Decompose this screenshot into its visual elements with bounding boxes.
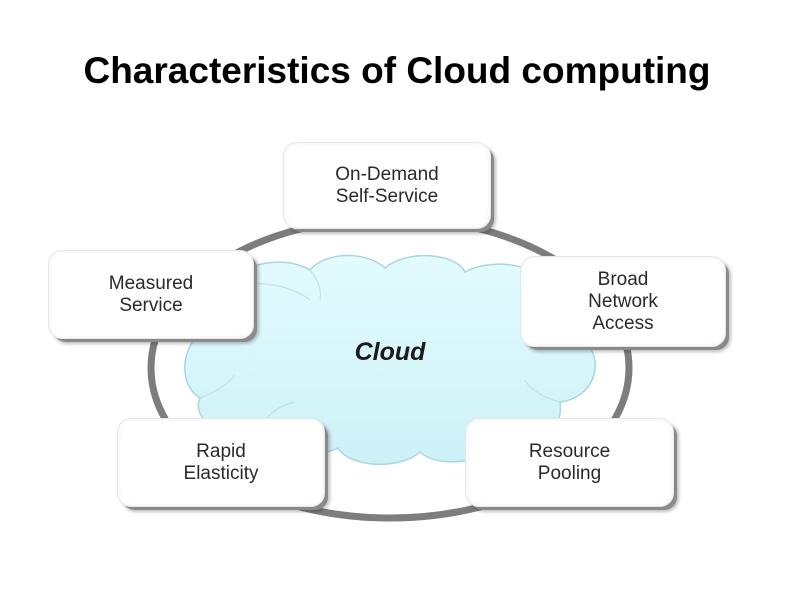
node-label-line: Broad bbox=[597, 268, 649, 290]
node-label-line: Pooling bbox=[537, 462, 602, 484]
node-label-line: On-Demand bbox=[335, 163, 439, 185]
node-measured-service: Measured Service bbox=[48, 250, 254, 339]
page-title: Characteristics of Cloud computing bbox=[83, 50, 711, 91]
node-broad-network-access: Broad Network Access bbox=[520, 256, 726, 347]
node-label-line: Network bbox=[588, 290, 658, 312]
node-label-line: Resource bbox=[528, 440, 611, 462]
node-resource-pooling: Resource Pooling bbox=[465, 418, 674, 507]
node-label-line: Service bbox=[119, 294, 183, 316]
node-label-line: Elasticity bbox=[183, 462, 259, 484]
node-label-line: Rapid bbox=[196, 440, 246, 462]
node-on-demand-self-service: On-Demand Self-Service bbox=[283, 142, 491, 229]
node-rapid-elasticity: Rapid Elasticity bbox=[117, 418, 325, 507]
node-label-line: Self-Service bbox=[335, 185, 439, 207]
node-label-line: Access bbox=[592, 312, 654, 334]
node-label-line: Measured bbox=[108, 272, 194, 294]
cloud-label: Cloud bbox=[354, 338, 426, 366]
